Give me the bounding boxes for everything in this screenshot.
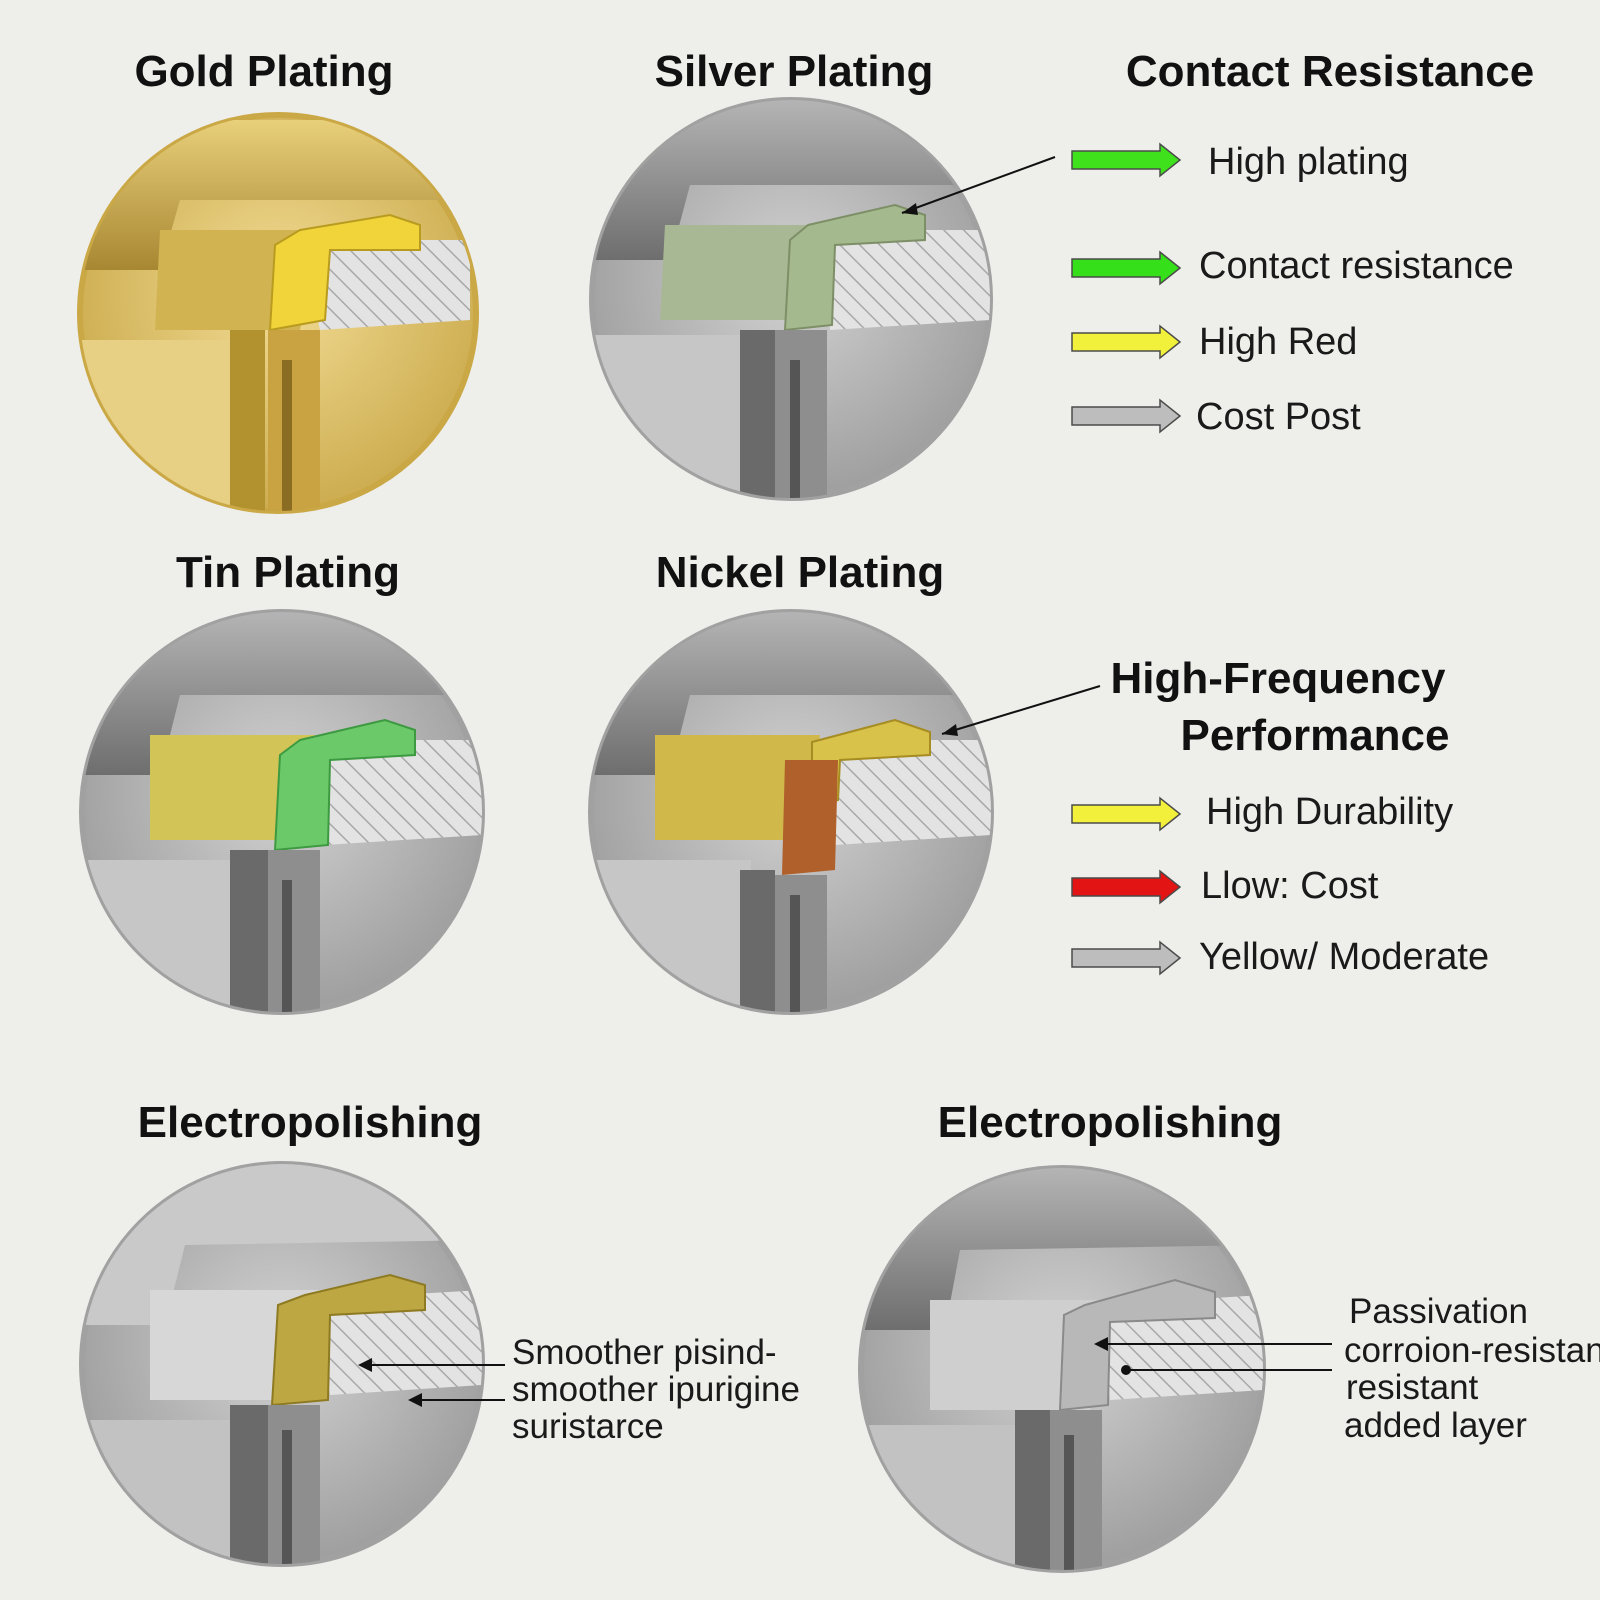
panel-title-silver: Silver Plating	[655, 47, 934, 96]
note-left-line-3: suristarce	[512, 1407, 664, 1446]
arrow-icon	[1071, 796, 1182, 832]
leader-arrowhead	[408, 1393, 422, 1407]
legend-label: High plating	[1208, 141, 1409, 183]
note-left-line-1: Smoother pisind-	[512, 1333, 777, 1372]
arrow-icon	[1071, 869, 1182, 905]
panel-title-gold: Gold Plating	[134, 47, 393, 96]
legend-contact-resistance: Contact Resistance High plating Contact …	[901, 47, 1534, 438]
arrow-icon	[1071, 324, 1182, 360]
annotation-passivation: Passivation corroion-resistan resistant …	[1094, 1292, 1600, 1445]
legend-mid-title-line1: High-Frequency	[1111, 654, 1446, 703]
silver-plating-cross-section	[589, 97, 993, 501]
arrow-icon	[1071, 142, 1182, 178]
note-right-line-2: corroion-resistan	[1344, 1331, 1600, 1370]
note-right-line-3: resistant	[1346, 1368, 1479, 1407]
gold-plating-cross-section	[77, 112, 479, 514]
legend-item-high-red: High Red	[1071, 321, 1357, 363]
panel-title-electropolishing-right: Electropolishing	[938, 1098, 1283, 1147]
legend-item-cost-post: Cost Post	[1071, 396, 1361, 438]
legend-label: High Red	[1199, 321, 1357, 363]
legend-top-title: Contact Resistance	[1126, 47, 1534, 96]
legend-high-frequency-performance: High-Frequency Performance High Durabili…	[941, 654, 1489, 978]
leader-line	[941, 685, 1101, 735]
legend-label: Yellow/ Moderate	[1199, 936, 1489, 978]
tin-plating-cross-section	[79, 609, 485, 1015]
legend-item-low-cost: Llow: Cost	[1071, 865, 1379, 907]
legend-item-contact-resistance: Contact resistance	[1071, 245, 1514, 287]
note-left-line-2: smoother ipurigine	[512, 1370, 800, 1409]
legend-item-high-plating: High plating	[1071, 141, 1409, 183]
electropolishing-right-cross-section	[858, 1165, 1266, 1573]
legend-mid-title-line2: Performance	[1180, 711, 1449, 760]
leader-arrowhead	[902, 203, 918, 215]
annotation-smoother-surface: Smoother pisind- smoother ipurigine suri…	[358, 1333, 800, 1446]
note-right-line-4: added layer	[1344, 1406, 1527, 1445]
nickel-plating-cross-section	[588, 609, 994, 1015]
legend-label: Cost Post	[1196, 396, 1361, 438]
electropolishing-left-cross-section	[79, 1161, 485, 1567]
arrow-icon	[1071, 250, 1182, 286]
legend-label: High Durability	[1206, 791, 1453, 833]
legend-item-high-durability: High Durability	[1071, 791, 1453, 833]
panel-title-electropolishing-left: Electropolishing	[138, 1098, 483, 1147]
panel-title-tin: Tin Plating	[176, 548, 400, 597]
leader-dot	[1121, 1365, 1131, 1375]
leader-arrowhead	[1094, 1337, 1108, 1351]
leader-arrowhead	[358, 1358, 372, 1372]
arrow-icon	[1071, 398, 1182, 434]
leader-arrowhead	[942, 724, 958, 736]
leader-line	[901, 156, 1056, 214]
note-right-line-1: Passivation	[1349, 1292, 1528, 1331]
legend-label: Contact resistance	[1199, 245, 1514, 287]
arrow-icon	[1071, 940, 1182, 976]
panel-title-nickel: Nickel Plating	[656, 548, 945, 597]
legend-label: Llow: Cost	[1201, 865, 1379, 907]
legend-item-yellow-moderate: Yellow/ Moderate	[1071, 936, 1489, 978]
